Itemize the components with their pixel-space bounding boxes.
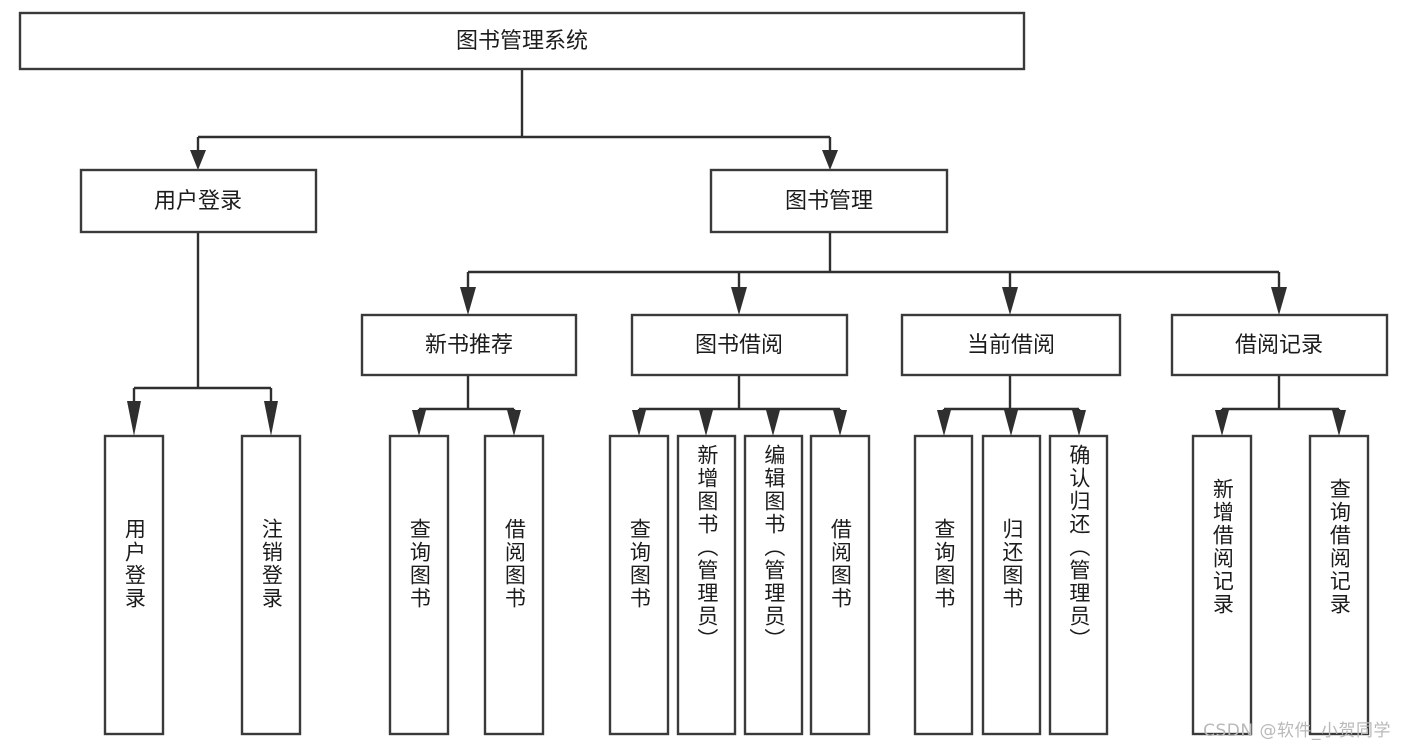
connector-group-new-book (412, 375, 521, 436)
node-book-management-label: 图书管理 (785, 189, 873, 214)
node-root-box[interactable] (18, 11, 1026, 71)
node-book-management-box[interactable] (709, 168, 949, 234)
node-new-book-recommend[interactable]: 新书推荐 (360, 313, 578, 377)
leaf-box-nb-query[interactable] (388, 434, 450, 736)
node-user-login[interactable]: 用户登录 (79, 168, 318, 234)
arrowhead-user-login (190, 150, 206, 170)
arrowhead-current-borrow (1002, 287, 1018, 315)
leaf-box-br-add[interactable] (1191, 434, 1253, 736)
arrowhead-bb-leaf3 (766, 410, 780, 436)
arrowhead-cb-leaf3 (1072, 410, 1086, 436)
arrowhead-new-book (460, 287, 476, 315)
connector-group-book-borrow (632, 375, 847, 436)
node-current-borrow[interactable]: 当前借阅 (900, 313, 1122, 377)
node-user-login-box[interactable] (79, 168, 318, 234)
leaf-box-nb-borrow[interactable] (483, 434, 545, 736)
node-borrow-records[interactable]: 借阅记录 (1170, 313, 1389, 377)
arrowhead-bb-leaf1 (632, 410, 646, 436)
leaf-box-cb-return[interactable] (981, 434, 1042, 736)
arrowhead-br-leaf1 (1215, 410, 1229, 436)
arrowhead-cb-leaf2 (1004, 410, 1018, 436)
arrowhead-nb-leaf1 (412, 410, 426, 436)
arrowhead-book-borrow (731, 287, 747, 315)
arrowhead-borrow-records (1271, 287, 1287, 315)
arrowhead-leaf-user-login (127, 401, 141, 436)
arrowhead-leaf-logout (264, 401, 278, 436)
connector-group-current-borrow (937, 375, 1086, 436)
arrowhead-book-mgmt (822, 150, 838, 170)
leaf-box-br-query[interactable] (1308, 434, 1370, 736)
arrowhead-nb-leaf2 (507, 410, 521, 436)
connector-group-borrow-records (1215, 375, 1346, 436)
leaf-box-logout[interactable] (240, 434, 302, 736)
leaf-box-bb-borrow[interactable] (809, 434, 871, 736)
leaf-boxes (103, 434, 1370, 736)
arrowhead-bb-leaf2 (699, 410, 713, 436)
connector-group-root (190, 69, 838, 170)
node-new-book-recommend-label: 新书推荐 (425, 333, 513, 358)
node-book-borrow-box[interactable] (630, 313, 849, 377)
arrowhead-br-leaf2 (1332, 410, 1346, 436)
leaf-box-user-login[interactable] (103, 434, 165, 736)
leaf-box-bb-edit[interactable] (743, 434, 804, 736)
connector-group-user-login (127, 232, 278, 436)
node-book-borrow[interactable]: 图书借阅 (630, 313, 849, 377)
connector-group-book-mgmt (460, 232, 1287, 315)
leaf-box-cb-query[interactable] (913, 434, 974, 736)
arrowhead-cb-leaf1 (937, 410, 951, 436)
node-user-login-label: 用户登录 (154, 189, 242, 214)
node-borrow-records-box[interactable] (1170, 313, 1389, 377)
node-book-management[interactable]: 图书管理 (709, 168, 949, 234)
node-new-book-recommend-box[interactable] (360, 313, 578, 377)
csdn-watermark: CSDN @软件_小贺同学 (1203, 721, 1391, 741)
leaf-box-bb-query[interactable] (608, 434, 670, 736)
leaf-box-cb-confirm[interactable] (1048, 434, 1109, 736)
node-root[interactable]: 图书管理系统 (18, 11, 1026, 71)
node-root-label: 图书管理系统 (456, 29, 588, 54)
node-borrow-records-label: 借阅记录 (1235, 333, 1323, 358)
leaf-box-bb-add[interactable] (676, 434, 737, 736)
node-current-borrow-label: 当前借阅 (967, 333, 1055, 358)
node-book-borrow-label: 图书借阅 (695, 333, 783, 358)
arrowhead-bb-leaf4 (833, 410, 847, 436)
node-current-borrow-box[interactable] (900, 313, 1122, 377)
